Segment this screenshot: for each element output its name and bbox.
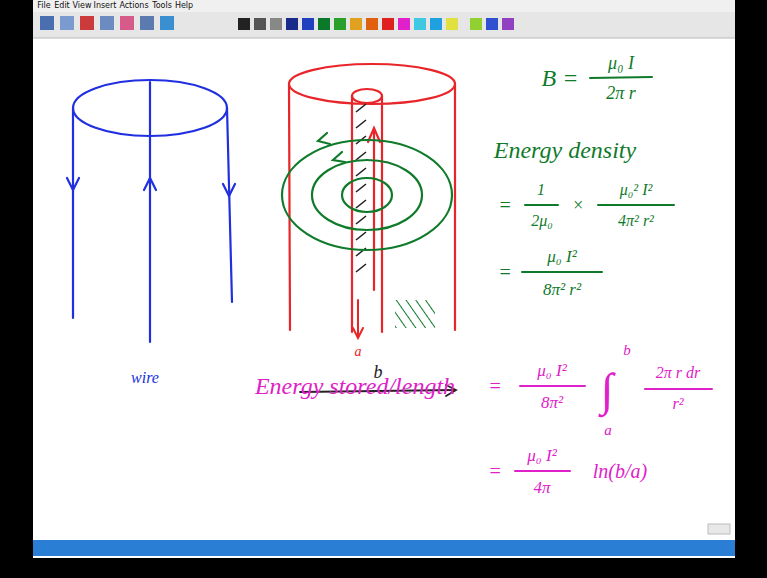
numerator: 2π r dr	[656, 365, 700, 381]
coaxial-cable	[289, 64, 455, 332]
menu-item: Help	[175, 2, 193, 10]
toolbar-icons	[40, 16, 514, 30]
green-hatching	[395, 300, 435, 328]
denominator: 2μ₀	[531, 213, 553, 229]
toolbar-border	[33, 38, 735, 39]
heading-text: Energy stored/length	[255, 374, 455, 398]
operator: ×	[572, 196, 584, 214]
menu-item: Insert	[94, 2, 117, 10]
tool-bar	[33, 12, 735, 38]
integral-limit: b	[623, 343, 631, 358]
menu-item: Tools	[152, 2, 172, 10]
field-lines	[282, 133, 452, 250]
wire-label: wire	[131, 370, 159, 386]
menu-item: Edit	[54, 2, 70, 10]
numerator: μ₀² I²	[620, 182, 653, 198]
page-indicator	[708, 524, 730, 534]
heading-text: Energy density	[494, 138, 636, 162]
equals-sign: =	[498, 262, 512, 282]
menu-bar	[33, 0, 735, 12]
numerator: μ₀ I²	[527, 447, 556, 464]
equals-sign: =	[488, 461, 502, 481]
numerator: 1	[537, 182, 545, 198]
denominator: 2π r	[606, 84, 636, 102]
numerator: μ₀ I	[608, 54, 634, 72]
menu-item: View	[73, 2, 92, 10]
denominator: 4π	[533, 479, 550, 496]
status-bar	[33, 540, 735, 556]
denominator: 4π² r²	[618, 213, 654, 229]
integral-sign: ∫	[601, 367, 614, 413]
integral-limit: a	[604, 423, 612, 438]
equation-text: B =	[542, 66, 579, 90]
denominator: 8π²	[541, 394, 563, 411]
radius-label: a	[355, 345, 362, 359]
pink-fraction-bars	[515, 386, 712, 471]
numerator: μ₀ I²	[537, 362, 566, 379]
conductor-hatching	[356, 104, 366, 272]
result-text: ln(b/a)	[593, 461, 647, 481]
equals-sign: =	[498, 195, 512, 215]
equals-sign: =	[488, 376, 502, 396]
denominator: 8π² r²	[543, 281, 581, 298]
menu-item: Actions	[119, 2, 148, 10]
radius-a-arrow	[353, 300, 363, 338]
denominator: r²	[672, 396, 683, 412]
numerator: μ₀ I²	[547, 248, 576, 265]
menu-item: File	[37, 2, 50, 10]
wire-loop	[67, 80, 235, 342]
canvas	[33, 0, 735, 558]
green-fraction-bars	[522, 77, 674, 272]
